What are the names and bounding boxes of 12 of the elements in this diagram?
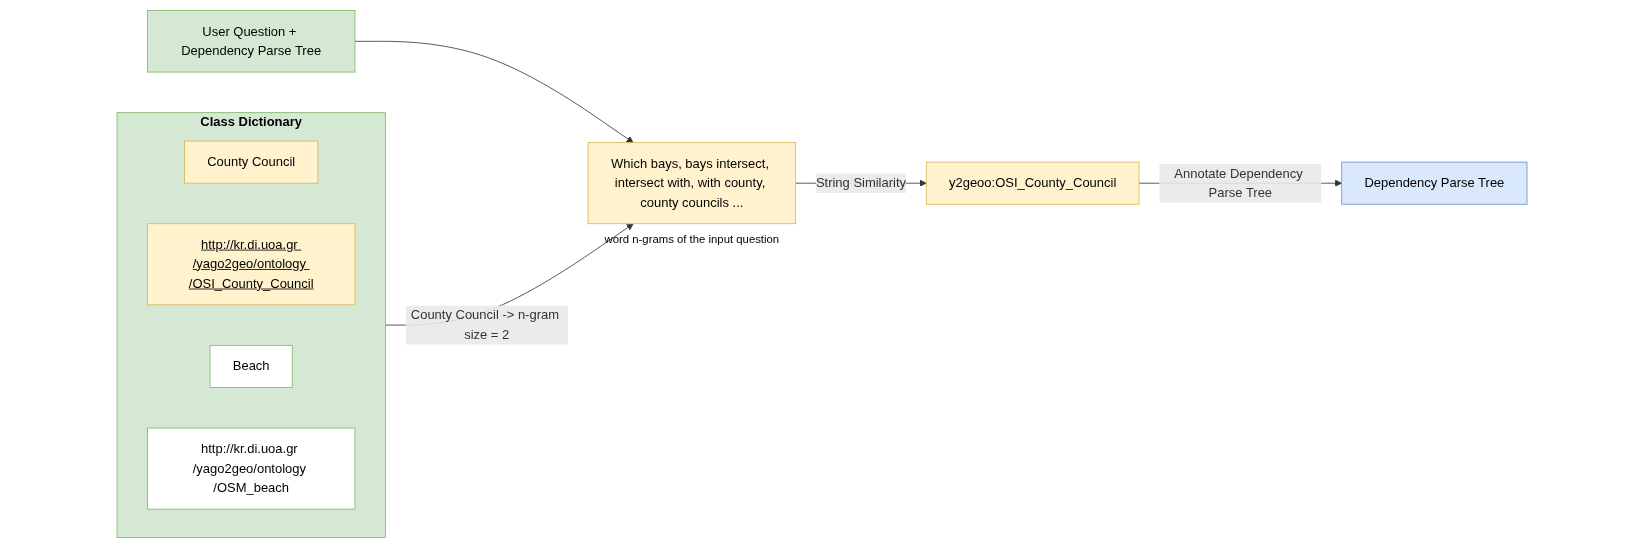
node-box: Which bays, bays intersect, intersect with, with county, county councils ...: [587, 142, 797, 225]
node-box: User Question + Dependency Parse Tree: [147, 10, 356, 73]
node-box: http://kr.di.uoa.gr /yago2geo/ontology /OSM_beach: [147, 427, 356, 510]
node-box: y2geoo:OSI_County_Council: [925, 161, 1140, 205]
edge-label: String Similarity: [815, 175, 907, 190]
node-box: Beach: [209, 344, 293, 388]
node-box: http://kr.di.uoa.gr /yago2geo/ontology /OSI_County_Council: [147, 223, 356, 306]
edge-label: County Council -> n-gram size = 2: [410, 308, 559, 342]
edge-label: Annotate Dependency Parse Tree: [1174, 166, 1303, 200]
node-caption: word n-grams of the input question: [604, 233, 780, 246]
node-box: County Council: [184, 140, 319, 184]
node-box: Dependency Parse Tree: [1341, 161, 1528, 205]
